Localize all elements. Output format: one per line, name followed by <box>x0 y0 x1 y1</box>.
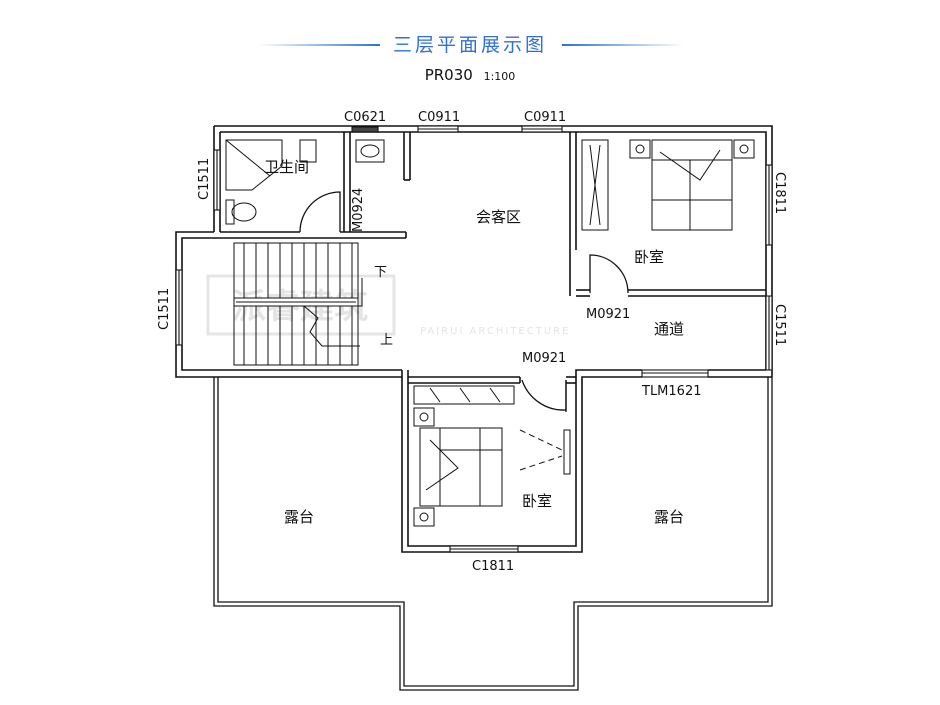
plan-subtitle: PR030 1:100 <box>0 66 940 84</box>
room-bathroom: 卫生间 <box>264 158 309 176</box>
room-bedroom-south: 卧室 <box>522 492 552 510</box>
label-c1511-corridor: C1511 <box>772 304 787 346</box>
nightstand-icon <box>413 407 435 427</box>
page-title: 三层平面展示图 <box>392 34 547 56</box>
stair-label-down: 下 <box>374 265 387 280</box>
doors <box>299 191 629 412</box>
windows <box>175 125 773 553</box>
door-m0924 <box>299 191 341 233</box>
wardrobe-icon <box>581 139 609 231</box>
wall-south-inner <box>407 369 642 547</box>
toilet-tank-icon <box>225 199 235 225</box>
stair-direction-arrow <box>302 278 363 347</box>
plan-code: PR030 <box>424 66 473 84</box>
label-tlm1621: TLM1621 <box>641 384 701 399</box>
label-c0621: C0621 <box>344 110 386 125</box>
wall-north-east-outer <box>214 125 773 377</box>
room-terrace-west: 露台 <box>284 508 314 526</box>
shower-icon <box>225 139 283 191</box>
watermark-logo-frame <box>206 274 396 336</box>
cabinet-icon <box>299 139 317 163</box>
nightstand-icon <box>733 139 755 159</box>
walls <box>175 125 773 553</box>
label-c1811-east: C1811 <box>772 172 787 214</box>
watermark-brand: 派睿建筑 <box>232 287 368 327</box>
label-c0911-b: C0911 <box>524 110 566 125</box>
door-m0921-south <box>521 379 567 411</box>
room-labels: 卫生间 会客区 卧室 通道 卧室 露台 露台 <box>264 158 684 526</box>
label-m0924: M0924 <box>351 188 366 232</box>
bed-icon <box>419 427 503 507</box>
title-rule-right <box>562 44 684 46</box>
opening-labels: C0621 C0911 C0911 C1511 M0924 C1811 C151… <box>157 110 787 574</box>
label-m0921-bedroom: M0921 <box>586 307 630 322</box>
nightstand-icon <box>413 507 435 527</box>
label-c1811-south: C1811 <box>472 559 514 574</box>
terrace-outer-edge <box>213 377 773 691</box>
bedroom-east-furniture <box>581 139 755 231</box>
label-m0921-south: M0921 <box>522 351 566 366</box>
label-c0911-a: C0911 <box>418 110 460 125</box>
room-bedroom-east: 卧室 <box>634 248 664 266</box>
stair-label-up: 上 <box>380 333 393 348</box>
wall-south-outer <box>401 376 642 553</box>
staircase <box>233 242 363 366</box>
nightstand-icon <box>629 139 651 159</box>
terrace-outline <box>213 377 773 691</box>
tv-cabinet-icon <box>563 429 571 475</box>
room-terrace-east: 露台 <box>654 508 684 526</box>
toilet-icon <box>231 202 257 222</box>
room-corridor: 通道 <box>654 320 684 338</box>
watermark: 派睿建筑 PAIRUI ARCHITECTURE <box>206 274 570 337</box>
room-lounge: 会客区 <box>476 208 521 226</box>
door-m0921-bedroom <box>589 254 629 294</box>
bathroom-fixtures <box>225 139 385 225</box>
bed-icon <box>651 139 733 231</box>
watermark-brand-en: PAIRUI ARCHITECTURE <box>420 326 570 337</box>
title-rule-left <box>258 44 380 46</box>
label-c1511-stair: C1511 <box>157 288 172 330</box>
terrace-inner-edge <box>217 377 769 687</box>
washbasin-icon <box>355 139 385 163</box>
bedroom-south-furniture <box>413 385 571 527</box>
plan-scale: 1:100 <box>483 70 516 83</box>
window-c0621 <box>351 126 379 133</box>
wardrobe-icon <box>413 385 515 405</box>
label-c1511-bath: C1511 <box>197 158 212 200</box>
